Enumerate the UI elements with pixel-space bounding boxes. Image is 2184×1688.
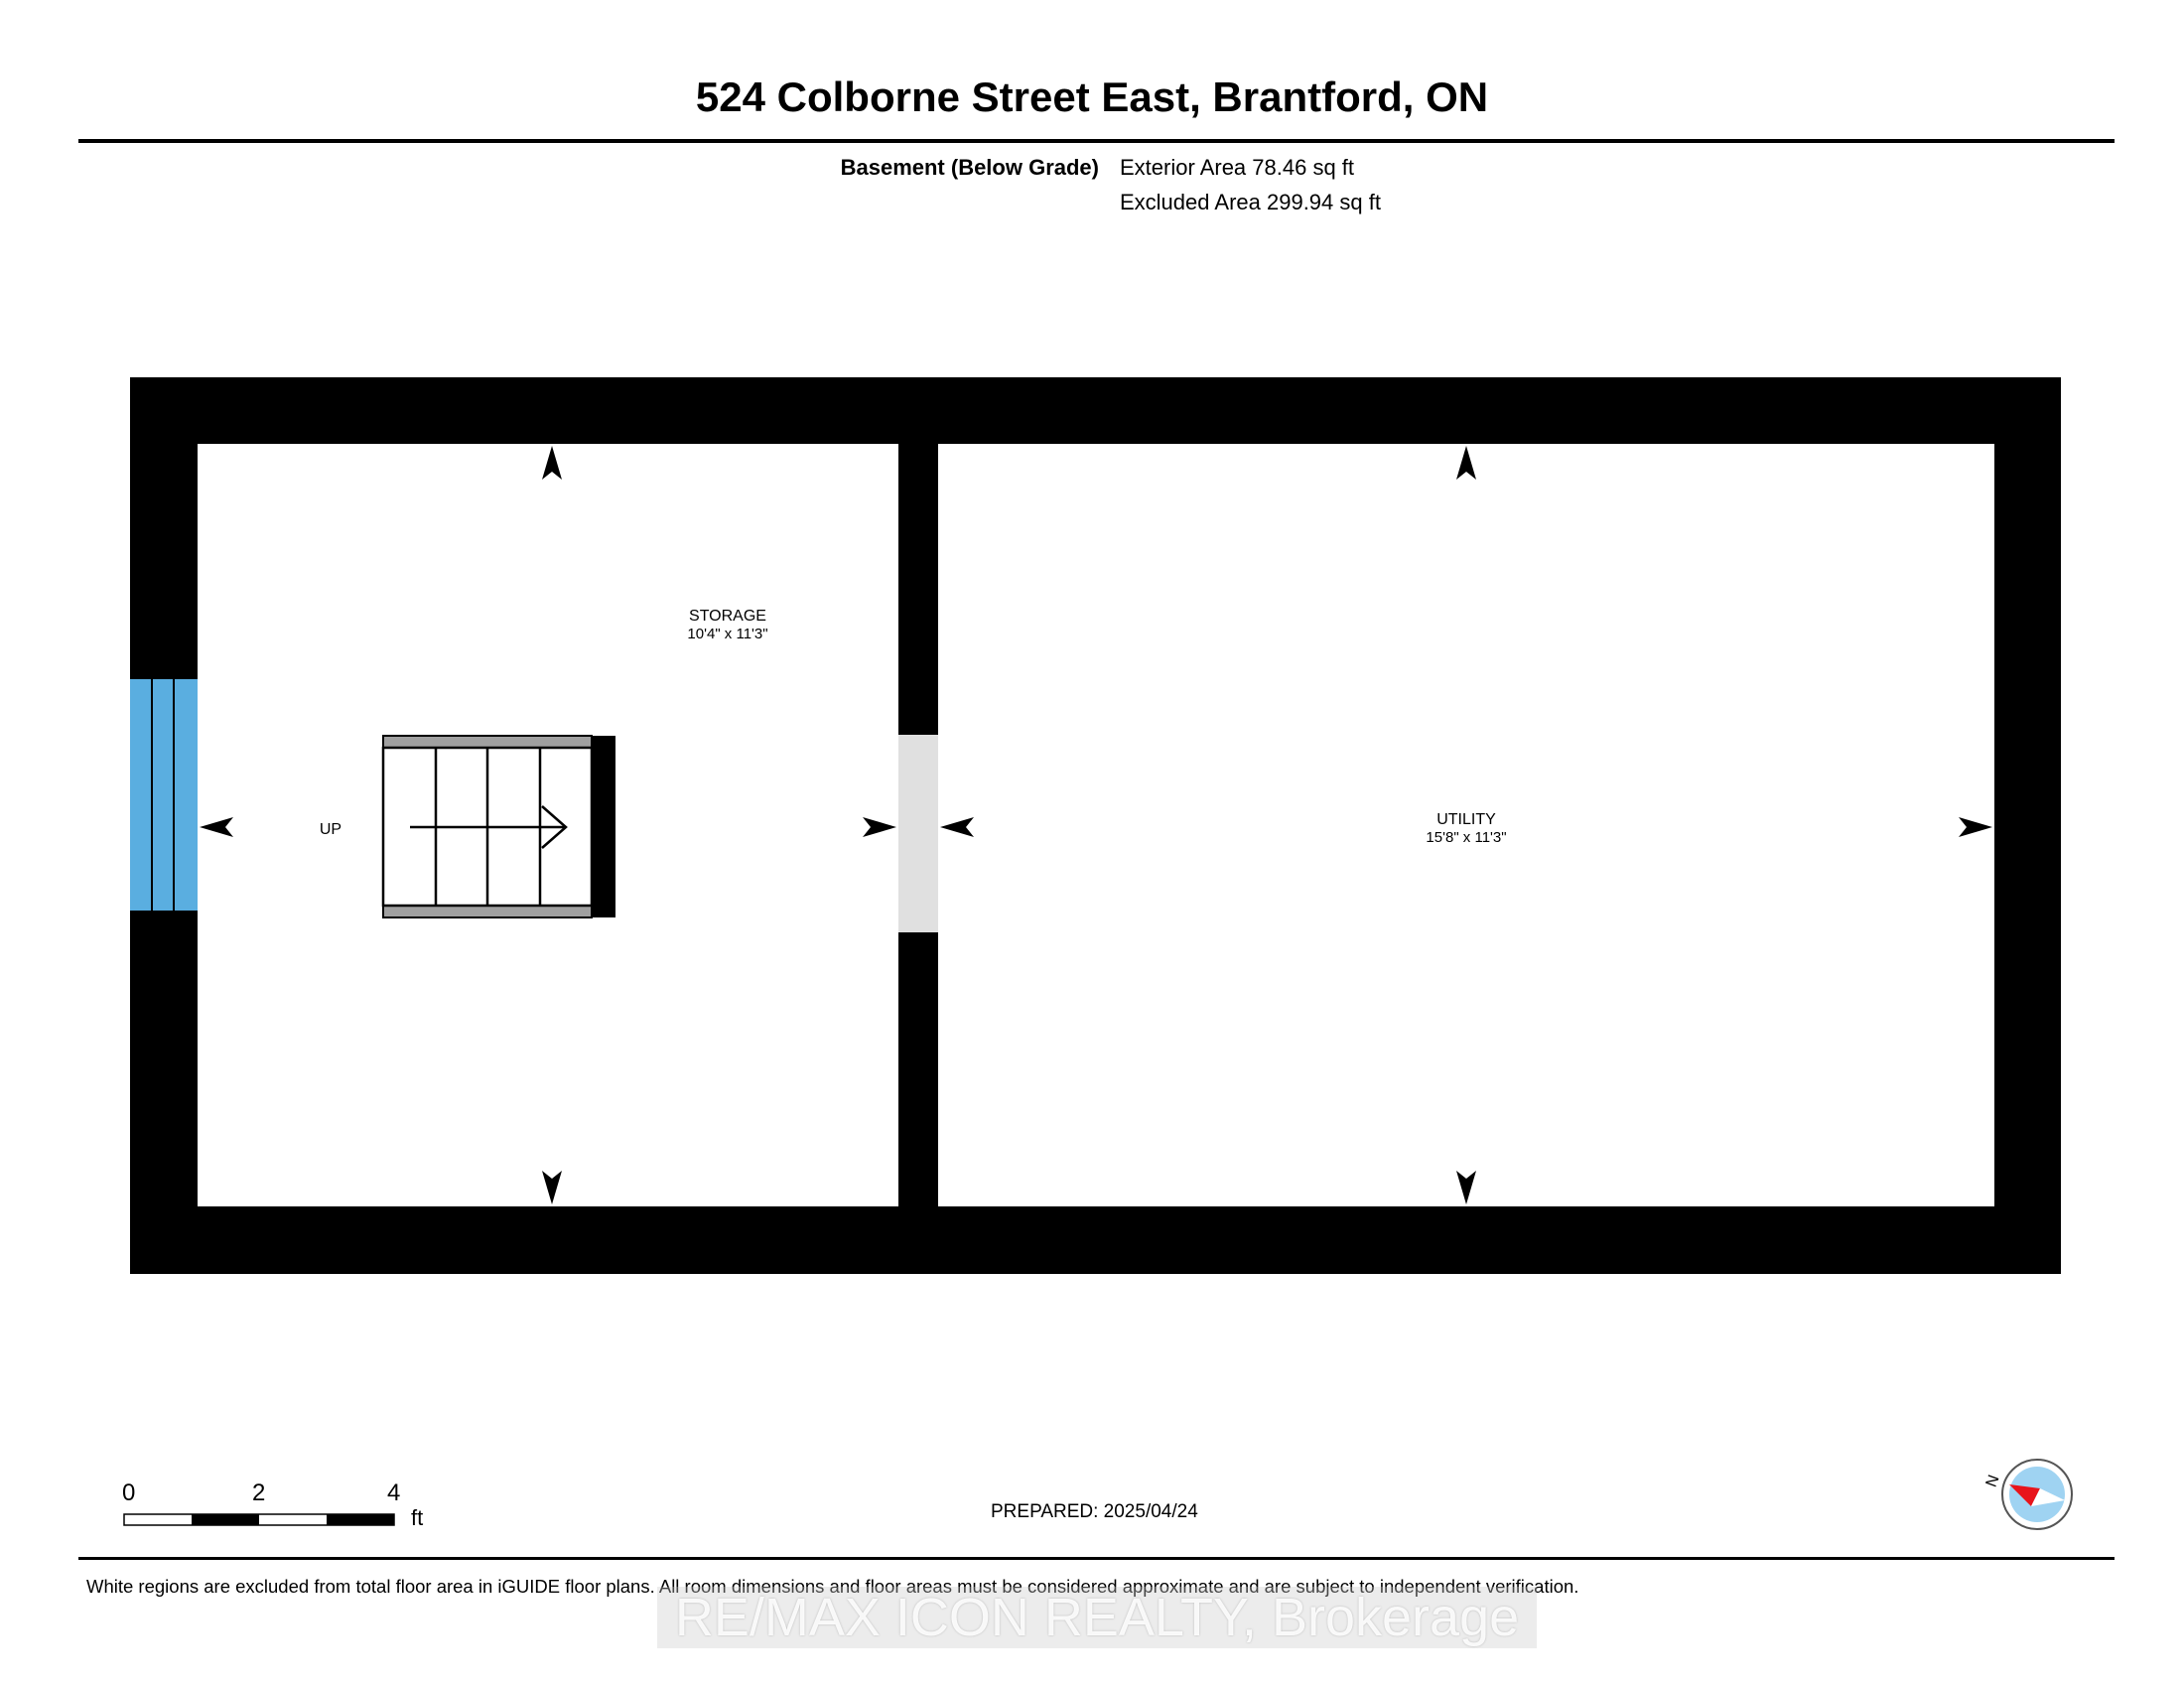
arrow-storage-north: [542, 446, 562, 480]
arrow-storage-south: [542, 1171, 562, 1204]
arrow-utility-north: [1456, 446, 1476, 480]
footer-divider: [78, 1557, 2115, 1560]
brokerage-watermark: RE/MAX ICON REALTY, Brokerage: [657, 1587, 1537, 1648]
property-address: 524 Colborne Street East, Brantford, ON: [695, 73, 1489, 120]
prepared-date: PREPARED: 2025/04/24: [991, 1501, 1198, 1522]
storage-label: STORAGE: [689, 608, 766, 625]
arrow-utility-east: [1959, 817, 1992, 837]
excluded-area: Excluded Area 299.94 sq ft: [1120, 190, 1381, 214]
arrow-storage-west: [200, 817, 233, 837]
scale-tick-2: 2: [252, 1479, 266, 1506]
storage-dimension-arrows: [200, 446, 896, 1204]
arrow-utility-south: [1456, 1171, 1476, 1204]
exterior-area: Exterior Area 78.46 sq ft: [1120, 155, 1355, 180]
scale-unit: ft: [411, 1505, 424, 1530]
doorway-opening: [898, 735, 938, 932]
utility-dimensions: 15'8" x 11'3": [1426, 829, 1506, 846]
header-divider: [78, 139, 2115, 143]
scale-bar: [123, 1513, 395, 1526]
level-name: Basement (Below Grade): [840, 155, 1099, 180]
west-window: [130, 679, 198, 911]
utility-dimension-arrows: [940, 446, 1992, 1204]
scale-tick-0: 0: [122, 1479, 136, 1506]
staircase: [381, 735, 615, 918]
storage-dimensions: 10'4" x 11'3": [687, 626, 767, 642]
utility-label: UTILITY: [1436, 811, 1496, 828]
stairs-up-label: UP: [320, 821, 341, 838]
scale-tick-4: 4: [387, 1479, 401, 1506]
arrow-utility-west: [940, 817, 974, 837]
disclaimer-text: White regions are excluded from total fl…: [86, 1576, 1579, 1597]
compass-icon: N: [1984, 1459, 2073, 1530]
compass-north-label: N: [1984, 1473, 2003, 1489]
arrow-storage-east: [863, 817, 896, 837]
utility-room: [938, 444, 1994, 1206]
